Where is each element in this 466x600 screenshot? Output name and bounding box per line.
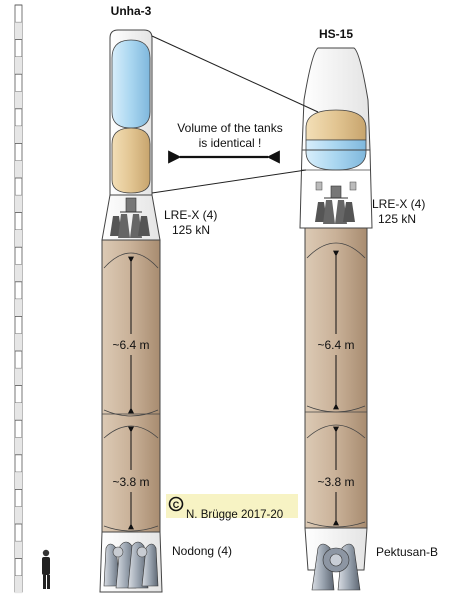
nodong-engines <box>103 541 159 589</box>
ruler-segment <box>15 229 22 248</box>
scale-ruler <box>14 4 23 594</box>
ruler-segment <box>15 264 22 282</box>
svg-text:C: C <box>173 500 180 510</box>
ruler-segment <box>15 506 22 524</box>
right-stage1-upper-length: ~6.4 m <box>317 338 354 352</box>
human-scale-figure <box>42 549 50 589</box>
unha-3-title: Unha-3 <box>111 4 152 18</box>
left-stage1-lower-length: ~3.8 m <box>112 475 149 489</box>
ruler-segment <box>15 195 22 213</box>
ruler-segment <box>15 575 22 594</box>
unha-3-rocket <box>99 29 163 593</box>
lre-x-engines-left <box>110 197 150 238</box>
right-upper-thrust-label: 125 kN <box>378 212 416 226</box>
right-stage1-lower-length: ~3.8 m <box>317 475 354 489</box>
left-upper-thrust-label: 125 kN <box>172 223 210 237</box>
copyright-icon: C <box>168 496 184 512</box>
right-upper-engine-label: LRE-X (4) <box>372 197 425 211</box>
credit-box <box>166 494 298 518</box>
left-stage1-upper-length: ~6.4 m <box>112 338 149 352</box>
lre-x-engines-right <box>315 181 357 224</box>
ruler-segment <box>15 402 22 421</box>
ruler-segment <box>15 368 22 386</box>
hs-15-rocket <box>299 47 373 591</box>
credit-text: N. Brügge 2017-20 <box>186 509 283 521</box>
annotation-line-2: is identical ! <box>199 136 262 150</box>
nodong-label: Nodong (4) <box>172 544 232 558</box>
ruler-segment <box>15 126 22 144</box>
annotation-line-1: Volume of the tanks <box>177 121 282 135</box>
ruler-segment <box>15 437 22 455</box>
ruler-segment <box>15 472 22 490</box>
ruler-segment <box>15 541 22 559</box>
pektusan-b-engine <box>311 543 361 591</box>
ruler-segment <box>15 333 22 351</box>
tank-comparison-lines <box>151 35 319 194</box>
ruler-segment <box>15 22 22 40</box>
ruler-segment <box>15 56 22 75</box>
ruler-segment <box>15 299 22 317</box>
ruler-segment <box>15 91 22 109</box>
pektusan-b-label: Pektusan-B <box>376 545 438 559</box>
left-upper-engine-label: LRE-X (4) <box>164 208 217 222</box>
hs-15-title: HS-15 <box>319 27 353 41</box>
ruler-segment <box>15 160 22 178</box>
